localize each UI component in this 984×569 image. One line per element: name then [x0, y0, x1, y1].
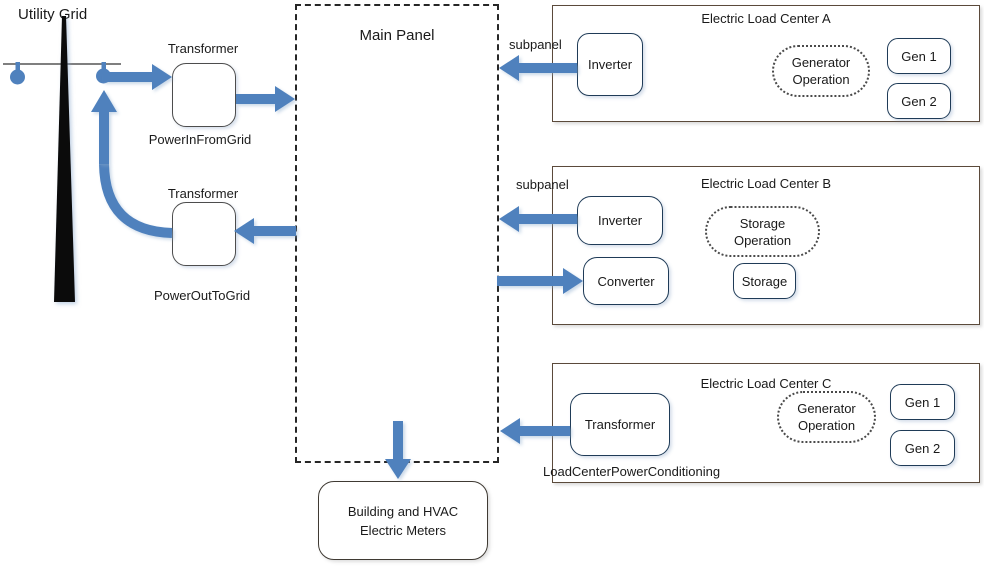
- load-center-a-title: Electric Load Center A: [701, 11, 831, 26]
- arrow-mainpanel-to-powerout: [234, 218, 296, 244]
- converter-b-node: Converter: [583, 257, 669, 305]
- powerout-transformer-label: Transformer: [167, 186, 239, 201]
- load-center-c-title: Electric Load Center C: [700, 376, 832, 391]
- meters-label-line1: Building and HVAC: [347, 503, 459, 519]
- storage-operation-b-line1: Storage: [739, 215, 786, 231]
- arrow-powerin-to-mainpanel: [236, 86, 295, 112]
- gen2-a-node: Gen 2: [887, 83, 951, 119]
- utility-grid-label: Utility Grid: [18, 6, 88, 23]
- powerout-caption: PowerOutToGrid: [153, 288, 251, 303]
- arrow-grid-to-powerin: [103, 64, 172, 90]
- storage-operation-b-line2: Operation: [733, 232, 792, 248]
- meters-label-line2: Electric Meters: [360, 522, 446, 538]
- main-panel-label: Main Panel: [359, 27, 435, 44]
- transformer-c-node: Transformer: [570, 393, 670, 456]
- powerin-transformer-node: [172, 63, 236, 127]
- gen1-c-node: Gen 1: [890, 384, 955, 420]
- subpanel-label-a: subpanel: [509, 37, 562, 52]
- inverter-b-node: Inverter: [577, 196, 663, 245]
- main-panel: Main Panel: [295, 4, 499, 463]
- gen1-a-node: Gen 1: [887, 38, 951, 74]
- insulator-pin-left: [10, 62, 25, 85]
- building-meters-node: Building and HVAC Electric Meters: [318, 481, 488, 560]
- generator-operation-c: Generator Operation: [777, 391, 876, 443]
- powerout-transformer-node: [172, 202, 236, 266]
- inverter-a-node: Inverter: [577, 33, 643, 96]
- generator-operation-a: Generator Operation: [772, 45, 870, 97]
- generator-operation-a-line2: Operation: [792, 72, 850, 87]
- load-center-c-caption: LoadCenterPowerConditioning: [543, 464, 721, 479]
- load-center-b-title: Electric Load Center B: [700, 176, 832, 191]
- gen2-c-node: Gen 2: [890, 430, 955, 466]
- insulator-pin-right: [96, 62, 111, 84]
- arrow-up-to-grid: [91, 90, 117, 164]
- subpanel-label-b: subpanel: [516, 177, 569, 192]
- generator-operation-a-line1: Generator: [791, 55, 851, 70]
- powerin-caption: PowerInFromGrid: [148, 132, 252, 147]
- storage-operation-b: Storage Operation: [705, 206, 820, 257]
- powerin-transformer-label: Transformer: [167, 41, 239, 56]
- generator-operation-c-line2: Operation: [797, 418, 856, 433]
- generator-operation-c-line1: Generator: [797, 401, 856, 416]
- power-pole: [54, 16, 75, 302]
- storage-b-node: Storage: [733, 263, 796, 299]
